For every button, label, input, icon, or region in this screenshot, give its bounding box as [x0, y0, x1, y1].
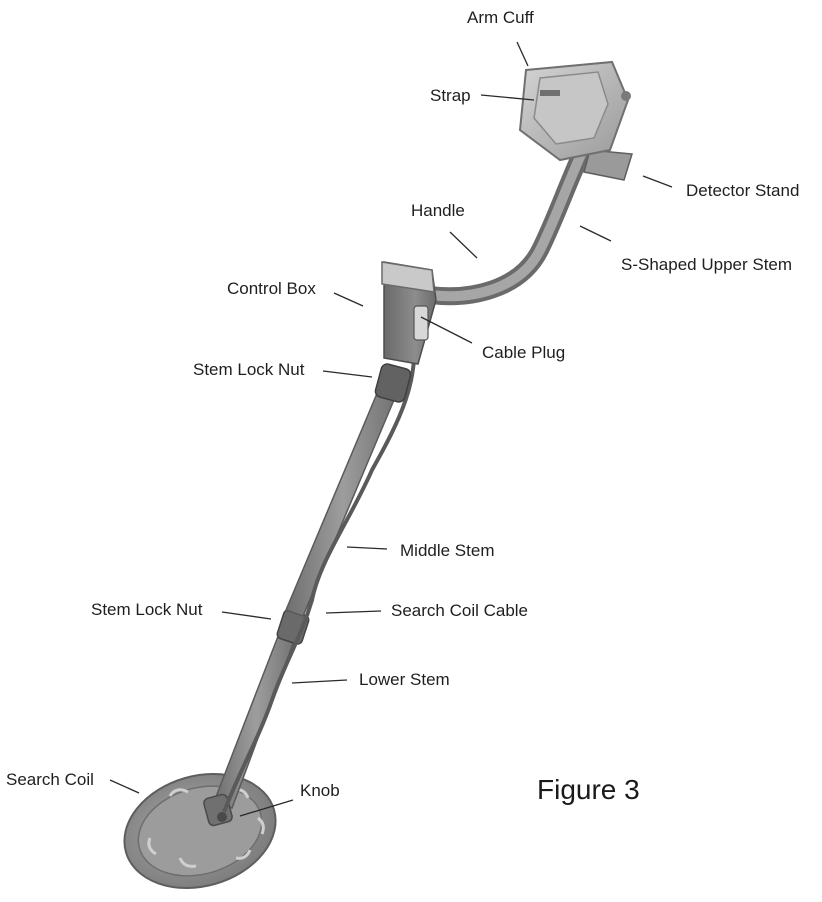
label-middle-stem: Middle Stem: [400, 541, 495, 560]
middle-stem-shape: [285, 383, 401, 617]
label-lower-stem: Lower Stem: [359, 670, 450, 689]
leader-arm-cuff: [516, 41, 529, 67]
label-knob: Knob: [300, 781, 340, 800]
label-cable-plug: Cable Plug: [482, 343, 566, 362]
leader-control-box: [333, 292, 364, 307]
label-search-coil-cable: Search Coil Cable: [391, 601, 529, 620]
label-search-coil: Search Coil: [6, 770, 94, 789]
search-coil-shape: [123, 773, 277, 889]
label-stem-lock-nut-lower: Stem Lock Nut: [91, 600, 203, 619]
leader-stem-lock-nut-lower: [221, 611, 272, 620]
leader-search-coil-cable: [325, 610, 382, 614]
upper-stem-shape: [421, 141, 592, 306]
upper-lock-nut-shape: [374, 363, 412, 403]
leader-handle: [449, 231, 478, 259]
arm-cuff-shape: [518, 60, 631, 162]
leader-s-stem: [579, 225, 612, 242]
figure-caption: Figure 3: [537, 774, 640, 805]
leader-lines: [109, 41, 673, 817]
label-stem-lock-nut-upper: Stem Lock Nut: [193, 360, 305, 379]
label-handle: Handle: [411, 201, 465, 220]
detector-stand-shape: [583, 149, 633, 181]
leader-knob: [239, 799, 294, 817]
leader-search-coil: [109, 779, 140, 794]
control-box-shape: [381, 261, 437, 365]
leader-cable-plug: [420, 316, 473, 344]
leader-strap: [480, 94, 535, 101]
leader-stem-lock-nut-upper: [322, 370, 373, 378]
label-strap: Strap: [430, 86, 471, 105]
leader-detector-stand: [642, 175, 673, 188]
lower-stem-shape: [203, 625, 299, 827]
label-arm-cuff: Arm Cuff: [467, 8, 534, 27]
label-control-box: Control Box: [227, 279, 316, 298]
label-detector-stand: Detector Stand: [686, 181, 800, 200]
leader-middle-stem: [346, 546, 388, 550]
leader-lower-stem: [291, 679, 348, 684]
label-s-shaped-upper-stem: S-Shaped Upper Stem: [621, 255, 793, 274]
search-coil-cable-shape: [222, 329, 417, 813]
